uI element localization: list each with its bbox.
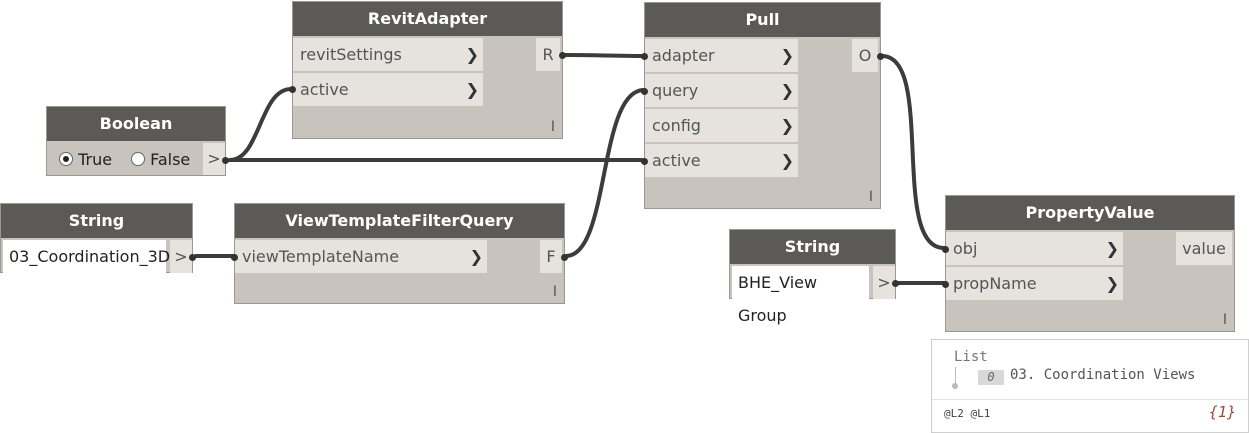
- lacing-indicator[interactable]: I: [552, 284, 557, 300]
- lacing-indicator[interactable]: I: [1222, 312, 1227, 328]
- list-label: List: [954, 349, 988, 365]
- input-port-active[interactable]: active ❯: [645, 144, 798, 177]
- input-port-obj[interactable]: obj ❯: [946, 232, 1123, 265]
- input-port-query[interactable]: query ❯: [645, 74, 798, 107]
- radio-false-label: False: [150, 150, 191, 169]
- port-label: query: [652, 81, 699, 100]
- output-port-value[interactable]: value: [1176, 232, 1232, 265]
- port-label: revitSettings: [300, 45, 402, 64]
- chevron-right-icon: ❯: [780, 116, 794, 135]
- string-value-input[interactable]: 03_Coordination_3D: [3, 240, 170, 273]
- input-port-revitsettings[interactable]: revitSettings ❯: [293, 38, 483, 71]
- port-label: viewTemplateName: [242, 247, 400, 266]
- output-port[interactable]: >: [203, 143, 225, 175]
- lacing-indicator[interactable]: I: [868, 189, 873, 205]
- port-dot: [892, 280, 899, 287]
- node-title: String: [1, 204, 192, 238]
- port-label: adapter: [652, 46, 715, 65]
- chevron-right-icon: ❯: [465, 45, 479, 64]
- chevron-right-icon: ❯: [465, 80, 479, 99]
- node-boolean[interactable]: Boolean True False >: [46, 106, 229, 179]
- output-port[interactable]: >: [873, 266, 895, 299]
- chevron-right-icon: ❯: [780, 81, 794, 100]
- node-title: RevitAdapter: [293, 2, 562, 36]
- radio-true[interactable]: True: [59, 141, 112, 179]
- output-port[interactable]: >: [170, 240, 192, 273]
- output-port-f[interactable]: F: [540, 240, 562, 273]
- port-label: config: [652, 116, 701, 135]
- node-pull[interactable]: Pull adapter ❯ query ❯ config ❯ active ❯…: [641, 2, 884, 209]
- list-index: 0: [978, 370, 1004, 385]
- node-revit-adapter[interactable]: RevitAdapter revitSettings ❯ active ❯ R …: [289, 1, 566, 139]
- output-port-r[interactable]: R: [536, 38, 560, 71]
- list-item-value: 03. Coordination Views: [1010, 367, 1196, 383]
- tree-connector: [955, 367, 956, 385]
- port-dot: [877, 53, 884, 60]
- node-string-coordination[interactable]: String 03_Coordination_3D >: [0, 203, 196, 273]
- input-port-propname[interactable]: propName ❯: [946, 267, 1123, 300]
- node-property-value[interactable]: PropertyValue obj ❯ propName ❯ value I: [942, 195, 1235, 332]
- chevron-right-icon: ❯: [780, 46, 794, 65]
- wire-revitadapter-to-pull-adapter[interactable]: [564, 53, 646, 58]
- tree-node-icon: [952, 383, 958, 389]
- input-port-active[interactable]: active ❯: [293, 73, 483, 106]
- node-string-view-group[interactable]: String BHE_View Group >: [729, 229, 899, 325]
- port-label: obj: [953, 239, 978, 258]
- input-port-adapter[interactable]: adapter ❯: [645, 39, 798, 72]
- port-dot: [231, 254, 238, 261]
- input-port-viewtemplatename[interactable]: viewTemplateName ❯: [235, 240, 487, 273]
- port-dot: [222, 157, 229, 164]
- port-label: propName: [953, 274, 1037, 293]
- port-dot: [641, 88, 648, 95]
- preview-divider: [932, 399, 1248, 400]
- port-dot: [559, 52, 566, 59]
- wire-pull-to-propertyvalue-obj[interactable]: [880, 54, 946, 250]
- radio-icon: [131, 152, 145, 166]
- node-title: Pull: [645, 3, 880, 37]
- chevron-right-icon: ❯: [780, 151, 794, 170]
- output-port-o[interactable]: O: [852, 39, 878, 72]
- node-view-template-filter-query[interactable]: ViewTemplateFilterQuery viewTemplateName…: [231, 203, 568, 304]
- radio-icon: [59, 152, 73, 166]
- wire-viewtemplatefilterquery-to-pull-query[interactable]: [564, 88, 646, 258]
- node-title: ViewTemplateFilterQuery: [235, 204, 564, 238]
- lacing-indicator[interactable]: I: [550, 119, 555, 135]
- port-dot: [942, 281, 949, 288]
- node-title: PropertyValue: [946, 196, 1234, 230]
- list-count: {1}: [1208, 403, 1236, 421]
- preview-bubble[interactable]: List 0 03. Coordination Views @L2 @L1 {1…: [931, 339, 1249, 433]
- port-dot: [289, 86, 296, 93]
- list-levels[interactable]: @L2 @L1: [944, 407, 991, 420]
- boolean-options: True False: [47, 141, 201, 179]
- port-label: active: [300, 80, 349, 99]
- port-dot: [641, 53, 648, 60]
- input-port-config[interactable]: config ❯: [645, 109, 798, 142]
- radio-true-label: True: [78, 150, 113, 169]
- chevron-right-icon: ❯: [469, 247, 483, 266]
- port-dot: [561, 254, 568, 261]
- port-label: active: [652, 151, 701, 170]
- port-dot: [942, 246, 949, 253]
- port-dot: [641, 158, 648, 165]
- node-title: Boolean: [47, 107, 225, 141]
- chevron-right-icon: ❯: [1105, 239, 1119, 258]
- chevron-right-icon: ❯: [1105, 274, 1119, 293]
- wire-boolean-to-revitadapter-active[interactable]: [228, 87, 293, 162]
- radio-false[interactable]: False: [131, 141, 190, 179]
- string-value-input[interactable]: BHE_View Group: [732, 266, 869, 325]
- port-dot: [189, 254, 196, 261]
- node-title: String: [730, 230, 895, 264]
